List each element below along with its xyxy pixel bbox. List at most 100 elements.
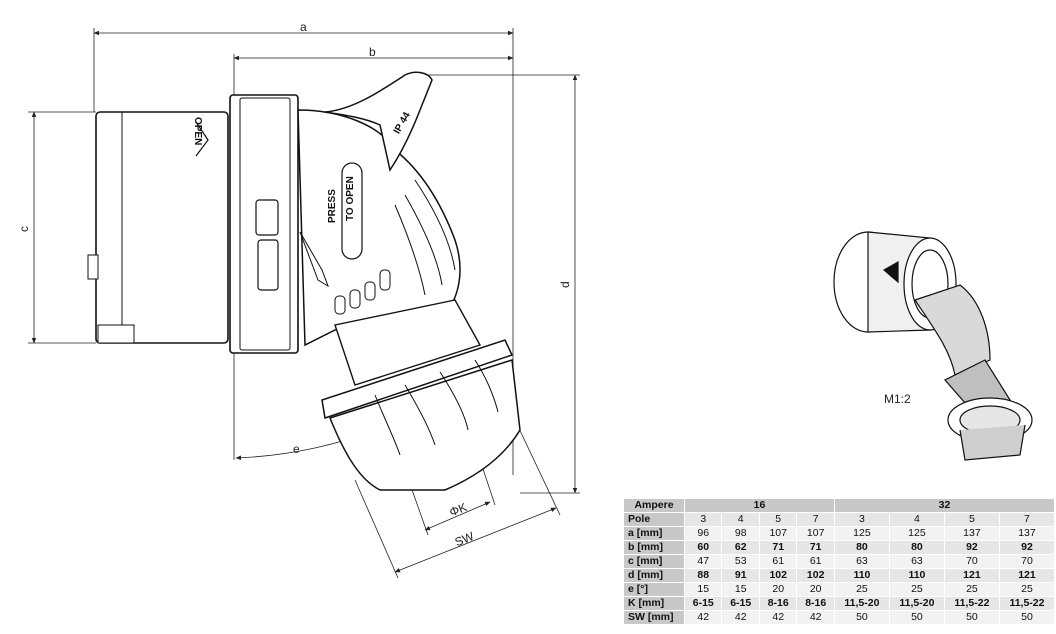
- spec-row-label: SW [mm]: [623, 610, 685, 625]
- connector-side-view: [87, 71, 521, 491]
- spec-cell: 121: [943, 568, 1000, 583]
- spec-cell: 50: [888, 610, 945, 625]
- spec-cell: 102: [758, 568, 798, 583]
- press-to-open-line2: TO OPEN: [345, 176, 356, 221]
- spec-cell: 42: [796, 610, 835, 625]
- spec-cell: 63: [833, 554, 890, 569]
- spec-cell: 71: [758, 540, 798, 555]
- isometric-view: [833, 231, 1033, 461]
- spec-cell: 15: [721, 582, 760, 597]
- ampere-label: Ampere: [623, 498, 685, 513]
- spec-cell: 11,5-20: [888, 596, 945, 611]
- spec-cell: 50: [943, 610, 1000, 625]
- spec-cell: 11,5-22: [943, 596, 1000, 611]
- spec-cell: 5: [943, 512, 1000, 527]
- spec-cell: 11,5-20: [833, 596, 890, 611]
- spec-cell: 92: [943, 540, 1000, 555]
- spec-cell: 25: [888, 582, 945, 597]
- spec-cell: 137: [998, 526, 1056, 541]
- ampere-row: Ampere 16 32: [623, 498, 1056, 513]
- spec-cell: 50: [833, 610, 890, 625]
- spec-cell: 125: [888, 526, 945, 541]
- dimension-d-label: d: [558, 281, 572, 288]
- dimension-k-label: ΦK: [447, 500, 469, 520]
- ampere-group-32: 32: [833, 498, 1056, 513]
- dimension-c-label: c: [17, 226, 31, 232]
- spec-cell: 98: [721, 526, 760, 541]
- spec-cell: 53: [721, 554, 760, 569]
- spec-cell: 25: [943, 582, 1000, 597]
- spec-cell: 47: [683, 554, 723, 569]
- press-to-open-line1: PRESS: [327, 189, 338, 223]
- spec-cell: 71: [796, 540, 835, 555]
- spec-cell: 8-16: [796, 596, 835, 611]
- spec-cell: 125: [833, 526, 890, 541]
- spec-cell: 61: [796, 554, 835, 569]
- spec-row-label: K [mm]: [623, 596, 685, 611]
- spec-cell: 3: [683, 512, 723, 527]
- spec-row-label: Pole: [623, 512, 685, 527]
- spec-row-label: e [°]: [623, 582, 685, 597]
- spec-cell: 42: [721, 610, 760, 625]
- open-mark-text: OPEN: [192, 117, 203, 145]
- dimension-b-label: b: [369, 45, 376, 59]
- spec-cell: 25: [833, 582, 890, 597]
- dimension-sw-label: SW: [453, 529, 477, 549]
- dimension-e-label: e: [293, 442, 300, 456]
- spec-cell: 3: [833, 512, 890, 527]
- spec-cell: 110: [833, 568, 890, 583]
- dimension-c: [28, 111, 96, 344]
- dimension-a-label: a: [300, 20, 307, 34]
- spec-cell: 70: [943, 554, 1000, 569]
- spec-cell: 80: [833, 540, 890, 555]
- spec-row-label: c [mm]: [623, 554, 685, 569]
- spec-cell: 7: [796, 512, 835, 527]
- spec-cell: 88: [683, 568, 723, 583]
- spec-cell: 91: [721, 568, 760, 583]
- spec-cell: 96: [683, 526, 723, 541]
- spec-cell: 4: [721, 512, 760, 527]
- spec-cell: 4: [888, 512, 945, 527]
- spec-cell: 15: [683, 582, 723, 597]
- spec-cell: 121: [998, 568, 1056, 583]
- spec-cell: 20: [758, 582, 798, 597]
- spec-cell: 42: [683, 610, 723, 625]
- spec-cell: 25: [998, 582, 1056, 597]
- spec-cell: 70: [998, 554, 1056, 569]
- ampere-group-16: 16: [684, 498, 835, 513]
- spec-cell: 11,5-22: [998, 596, 1056, 611]
- spec-cell: 137: [943, 526, 1000, 541]
- spec-cell: 107: [758, 526, 798, 541]
- spec-cell: 61: [758, 554, 798, 569]
- spec-cell: 110: [888, 568, 945, 583]
- scale-label: M1:2: [884, 392, 911, 406]
- spec-cell: 63: [888, 554, 945, 569]
- spec-cell: 80: [888, 540, 945, 555]
- spec-row-label: d [mm]: [623, 568, 685, 583]
- spec-cell: 20: [796, 582, 835, 597]
- dimension-sw: [354, 419, 561, 579]
- spec-cell: 107: [796, 526, 835, 541]
- spec-cell: 102: [796, 568, 835, 583]
- spec-cell: 6-15: [721, 596, 760, 611]
- spec-cell: 8-16: [758, 596, 798, 611]
- spec-cell: 60: [683, 540, 723, 555]
- spec-cell: 92: [998, 540, 1056, 555]
- spec-cell: 50: [998, 610, 1056, 625]
- spec-cell: 7: [998, 512, 1056, 527]
- spec-row-label: b [mm]: [623, 540, 685, 555]
- spec-cell: 5: [758, 512, 798, 527]
- spec-cell: 6-15: [683, 596, 723, 611]
- spec-cell: 62: [721, 540, 760, 555]
- spec-row-label: a [mm]: [623, 526, 685, 541]
